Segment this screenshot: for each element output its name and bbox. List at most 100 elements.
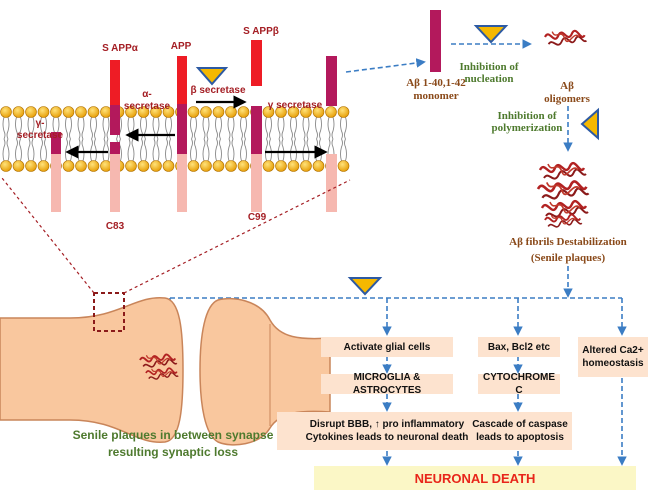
phospholipid-head [62, 106, 75, 118]
caspase-text-1: Cascade of caspase [472, 419, 568, 430]
phospholipid-head [212, 106, 225, 118]
synapse-caption-1: Senile plaques in between synapse [73, 428, 274, 442]
phospholipid-head [150, 106, 162, 118]
phospholipid-head [187, 160, 200, 172]
gamma-secretase-label-left-2: secretase [17, 130, 64, 141]
gamma-secretase-label-left-1: γ- [36, 118, 45, 129]
activate-glial-text: Activate glial cells [343, 341, 431, 353]
phospholipid-head [12, 160, 25, 172]
phospholipid-head [0, 160, 12, 172]
abeta-fragment-bar [326, 56, 337, 106]
inhibition-polymerization-2: polymerization [492, 122, 563, 134]
postsynaptic-neuron [199, 297, 331, 446]
monomer-label-2: monomer [413, 90, 458, 102]
c99-bar [251, 154, 262, 212]
activate-glial-box: Activate glial cells [321, 337, 453, 357]
phospholipid-head [225, 160, 237, 172]
app-bar [177, 56, 187, 104]
pathway-arrows [165, 39, 627, 466]
sappb-label: S APPβ [243, 26, 279, 37]
synapse-caption-2: resulting synaptic loss [108, 445, 238, 459]
phospholipid-head [137, 160, 150, 172]
sappa-bar [110, 60, 120, 105]
phospholipid-head [312, 106, 325, 118]
phospholipid-head [87, 106, 100, 118]
microglia-text: MICROGLIA & ASTROCYTES [352, 372, 422, 396]
fibril-coil-icon [536, 161, 590, 228]
phospholipid-head [75, 160, 87, 172]
phospholipid-head [325, 106, 337, 118]
sappa-label: S APPα [102, 43, 139, 54]
phospholipid-head [337, 106, 350, 118]
phospholipid-head [287, 160, 300, 172]
oligomer-coil-icon [543, 29, 588, 46]
phospholipid-head [187, 106, 200, 118]
zoom-region-box [93, 292, 125, 332]
neuronal-death-box: NEURONAL DEATH [314, 466, 636, 490]
calcium-text-1: Altered Ca2+ [582, 345, 644, 356]
fibrils-label-2: (Senile plaques) [531, 252, 606, 264]
phospholipid-head [275, 160, 287, 172]
phospholipid-head [287, 106, 300, 118]
phospholipid-head [212, 160, 225, 172]
inhibitor-triangle-icon [195, 67, 229, 86]
disrupt-text-1: Disrupt BBB, ↑ pro inflammatory [309, 419, 465, 430]
phospholipid-head [162, 106, 175, 118]
beta-secretase-label: β secretase [190, 85, 245, 96]
phospholipid-head [25, 160, 37, 172]
phospholipid-head [37, 106, 50, 118]
oligomers-label-1: Aβ [560, 80, 574, 92]
phospholipid-head [0, 106, 12, 118]
phospholipid-head [12, 106, 25, 118]
phospholipid-head [137, 106, 150, 118]
phospholipid-head [25, 106, 37, 118]
caspase-box: Cascade of caspase leads to apoptosis [468, 412, 572, 450]
cytochrome-box: CYTOCHROME C [478, 372, 560, 396]
phospholipid-head [312, 160, 325, 172]
sappb-bar [251, 40, 262, 86]
phospholipid-head [162, 160, 175, 172]
c83-label: C83 [106, 221, 125, 232]
app-label: APP [171, 41, 192, 52]
fibrils-label-1: Aβ fibrils Destabilization [509, 236, 627, 248]
abeta-monomer-bar [430, 10, 441, 72]
cleavage-arrows [65, 95, 328, 159]
phospholipid-head [100, 106, 112, 118]
caspase-text-2: leads to apoptosis [476, 432, 564, 443]
presynaptic-neuron [0, 297, 184, 443]
inhibitor-triangle-icon [580, 107, 599, 141]
inhibitor-triangle-icon [473, 25, 509, 44]
inhibition-polymerization-1: Inhibition of [498, 110, 557, 122]
phospholipid-head [125, 106, 137, 118]
bax-text: Bax, Bcl2 etc [487, 341, 551, 353]
disrupt-bbb-box: Disrupt BBB, ↑ pro inflammatory Cytokine… [277, 412, 497, 450]
inhibition-nucleation-1: Inhibition of [460, 61, 519, 73]
phospholipid-head [237, 106, 250, 118]
phospholipid-head [50, 106, 62, 118]
c83-bar [110, 154, 120, 212]
phospholipid-head [87, 160, 100, 172]
phospholipid-head [275, 106, 287, 118]
disrupt-text-2: Cytokines leads to neuronal death [305, 432, 469, 443]
phospholipid-head [100, 160, 112, 172]
phospholipid-head [200, 160, 212, 172]
gamma-fragment-bar [51, 132, 61, 154]
phospholipid-head [225, 106, 237, 118]
phospholipid-head [262, 160, 275, 172]
c99-label: C99 [248, 212, 267, 223]
neuronal-death-text: NEURONAL DEATH [414, 470, 536, 486]
inhibitor-triangle-icon [347, 277, 383, 296]
phospholipid-head [237, 160, 250, 172]
app-proteins [51, 40, 337, 212]
calcium-text-2: homeostasis [582, 358, 644, 369]
microglia-box: MICROGLIA & ASTROCYTES [321, 372, 453, 396]
alpha-secretase-label-2: secretase [124, 101, 171, 112]
phospholipid-head [300, 106, 312, 118]
phospholipid-head [37, 160, 50, 172]
monomer-label-1: Aβ 1-40,1-42 [406, 77, 466, 89]
phospholipid-head [262, 106, 275, 118]
inhibition-nucleation-2: nucleation [465, 73, 514, 85]
phospholipid-head [337, 160, 350, 172]
phospholipid-head [62, 160, 75, 172]
